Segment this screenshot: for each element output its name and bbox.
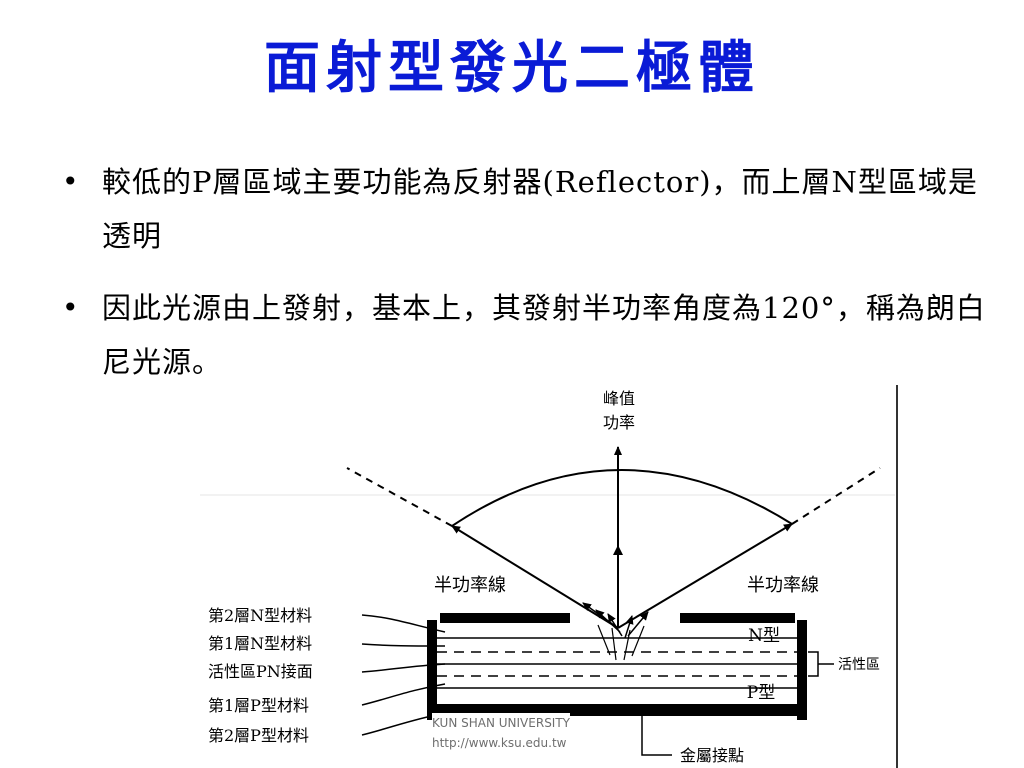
ray-arrow	[624, 615, 634, 639]
ray-arrow	[582, 602, 619, 629]
ray-arrow	[627, 611, 649, 637]
bullet-dot-icon: •	[62, 291, 80, 324]
half-power-line-left	[346, 467, 453, 527]
footer: KUN SHAN UNIVERSITY http://www.ksu.edu.t…	[432, 713, 571, 753]
bullet-text: 較低的P層區域主要功能為反射器(Reflector)，而上層N型區域是透明	[102, 165, 978, 253]
emission-arc	[451, 469, 793, 527]
ray-arrow	[607, 613, 623, 637]
footer-university: KUN SHAN UNIVERSITY	[432, 716, 571, 730]
side-wall-left	[427, 620, 437, 720]
ray-line	[597, 624, 611, 656]
layer-label: 第1層P型材料	[208, 696, 309, 715]
half-power-arrow-right	[617, 523, 793, 629]
leader-line	[361, 683, 446, 706]
ray-line	[631, 625, 645, 657]
bullet-list: • 較低的P層區域主要功能為反射器(Reflector)，而上層N型區域是透明 …	[60, 155, 1000, 389]
leader-line	[361, 663, 446, 673]
bullet-dot-icon: •	[62, 165, 80, 198]
metal-contact-leader	[641, 716, 672, 756]
half-power-line-label-left: 半功率線	[434, 575, 506, 596]
slide-title: 面射型發光二極體	[264, 35, 760, 101]
leader-line	[361, 643, 446, 647]
half-power-arrow-left	[451, 525, 619, 629]
bullet-text: 因此光源由上發射，基本上，其發射半功率角度為120°，稱為朗白尼光源。	[102, 291, 986, 379]
layer-label: 第2層P型材料	[208, 726, 309, 745]
p-type-label: P型	[747, 683, 775, 703]
layer-label: 活性區PN接面	[208, 662, 313, 681]
bullet-item: • 較低的P層區域主要功能為反射器(Reflector)，而上層N型區域是透明	[60, 155, 1000, 263]
active-region-label: 活性區	[838, 657, 880, 673]
metal-contact-label: 金屬接點	[680, 746, 744, 765]
half-power-line-label-right: 半功率線	[747, 575, 819, 596]
arrow-head-icon	[613, 545, 623, 555]
half-power-line-right	[791, 467, 881, 525]
layer-label: 第1層N型材料	[208, 634, 312, 653]
peak-power-label: 峰值	[603, 389, 635, 408]
active-region-bracket	[808, 651, 819, 677]
leader-line	[361, 614, 446, 633]
footer-url: http://www.ksu.edu.tw	[432, 736, 567, 750]
ray-line	[623, 629, 631, 661]
layer-labels: 第2層N型材料 第1層N型材料 活性區PN接面 第1層P型材料 第2層P型材料	[208, 606, 446, 745]
side-wall-right	[797, 620, 807, 720]
top-metal-contact-right	[680, 613, 795, 623]
ray-line	[611, 627, 617, 661]
emission-pattern	[346, 446, 881, 661]
peak-power-label: 功率	[603, 413, 635, 432]
n-type-label: N型	[748, 626, 780, 646]
top-metal-contact-left	[440, 613, 570, 623]
bullet-item: • 因此光源由上發射，基本上，其發射半功率角度為120°，稱為朗白尼光源。	[60, 281, 1000, 389]
layer-label: 第2層N型材料	[208, 606, 312, 625]
